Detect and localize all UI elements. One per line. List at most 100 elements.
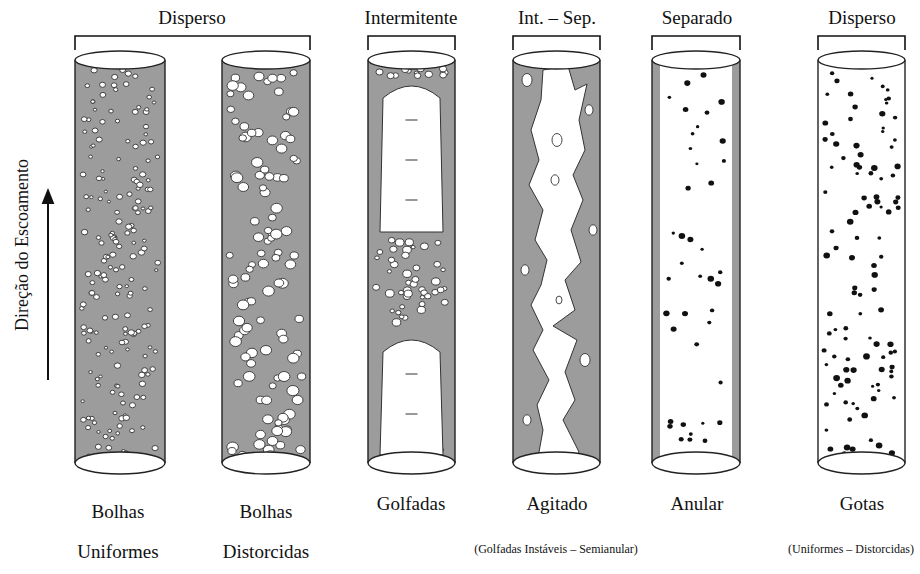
- gas-bubble: [92, 421, 96, 425]
- gas-bubble: [435, 240, 441, 245]
- liquid-droplet: [857, 165, 862, 170]
- liquid-droplet: [663, 310, 669, 316]
- gas-bubble: [228, 275, 238, 283]
- liquid-droplet: [830, 71, 834, 75]
- gas-bubble: [84, 195, 89, 199]
- gas-bubble: [227, 81, 238, 91]
- liquid-droplet: [824, 402, 829, 406]
- liquid-droplet: [880, 206, 883, 209]
- liquid-droplet: [694, 342, 699, 346]
- liquid-droplet: [682, 311, 688, 316]
- pattern-name: Bolhas Distorcidas: [216, 492, 316, 572]
- gas-bubble: [108, 266, 112, 270]
- gas-bubble: [403, 270, 412, 277]
- gas-bubble: [96, 236, 100, 240]
- gas-bubble: [253, 233, 263, 242]
- gas-bubble: [87, 328, 93, 333]
- liquid-droplet: [718, 270, 722, 274]
- liquid-droplet: [823, 137, 828, 142]
- gas-bubble: [103, 254, 109, 259]
- gas-bubble: [94, 331, 98, 334]
- liquid-droplet: [890, 145, 894, 149]
- liquid-droplet: [876, 442, 883, 448]
- liquid-droplet: [870, 77, 873, 80]
- gas-bubble: [96, 176, 101, 181]
- gas-bubble: [265, 173, 274, 181]
- liquid-droplet: [847, 219, 854, 225]
- liquid-droplet: [896, 206, 901, 210]
- gas-bubble: [434, 261, 441, 267]
- pipe-big: [222, 51, 310, 474]
- gas-bubble: [121, 401, 126, 405]
- liquid-droplet: [846, 357, 851, 361]
- gas-bubble: [257, 250, 265, 257]
- gas-bubble: [148, 187, 153, 192]
- gas-bubble: [81, 117, 87, 122]
- gas-bubble: [149, 206, 153, 210]
- liquid-droplet: [689, 432, 693, 436]
- gas-bubble: [143, 239, 147, 242]
- gas-bubble: [120, 265, 125, 270]
- liquid-droplet: [893, 350, 897, 354]
- liquid-droplet: [833, 375, 840, 381]
- gas-bubble: [129, 278, 134, 282]
- gas-bubble: [113, 411, 117, 414]
- liquid-droplet: [830, 166, 834, 169]
- pipe-contents: [513, 60, 600, 463]
- gas-bubble: [267, 136, 277, 145]
- gas-bubble: [290, 252, 298, 259]
- gas-bubble: [261, 166, 269, 173]
- liquid-droplet: [858, 152, 864, 157]
- liquid-droplet: [834, 328, 838, 331]
- liquid-droplet: [848, 117, 853, 121]
- pipe-wall: [164, 60, 165, 463]
- liquid-droplet: [684, 80, 690, 86]
- gas-bubble: [139, 372, 145, 377]
- pipe-body: [75, 60, 165, 463]
- liquid-droplet: [687, 237, 693, 242]
- gas-bubble: [268, 214, 276, 221]
- gas-bubble: [116, 432, 120, 435]
- gas-bubble: [246, 266, 253, 272]
- gas-bubble: [257, 317, 265, 324]
- gas-bubble: [99, 241, 104, 245]
- gas-bubble: [110, 350, 114, 353]
- gas-bubble: [385, 290, 394, 298]
- pipe-top-end: [222, 51, 310, 69]
- gas-bubble: [146, 373, 150, 377]
- liquid-droplet: [855, 407, 859, 411]
- gas-core: [660, 60, 732, 463]
- gas-bubble: [262, 396, 272, 404]
- liquid-droplet: [847, 417, 852, 421]
- gas-bubble: [114, 88, 118, 92]
- pipe-small: [75, 51, 165, 474]
- gas-bubble: [552, 134, 562, 147]
- pipe-bottom-end: [75, 452, 165, 474]
- gas-bubble: [387, 73, 394, 79]
- liquid-droplet: [844, 445, 851, 451]
- liquid-droplet: [853, 210, 859, 215]
- gas-bubble: [254, 72, 264, 81]
- gas-bubble: [551, 175, 559, 185]
- liquid-droplet: [886, 209, 892, 214]
- liquid-droplet: [718, 99, 724, 105]
- gas-bubble: [440, 72, 447, 78]
- gas-bubble: [91, 68, 97, 73]
- liquid-droplet: [825, 363, 829, 366]
- liquid-droplet: [892, 396, 896, 399]
- liquid-droplet: [889, 370, 893, 374]
- gas-bubble: [412, 276, 419, 282]
- gas-bubble: [123, 82, 129, 87]
- liquid-droplet: [715, 281, 721, 287]
- gas-bubble: [231, 173, 243, 183]
- pipe-top-end: [652, 51, 740, 69]
- liquid-droplet: [672, 232, 675, 235]
- liquid-droplet: [887, 341, 893, 347]
- liquid-droplet: [878, 307, 884, 312]
- liquid-droplet: [834, 79, 839, 84]
- liquid-droplet: [885, 101, 889, 104]
- gas-bubble: [227, 106, 235, 112]
- gas-bubble: [141, 395, 146, 399]
- gas-bubble: [115, 292, 119, 296]
